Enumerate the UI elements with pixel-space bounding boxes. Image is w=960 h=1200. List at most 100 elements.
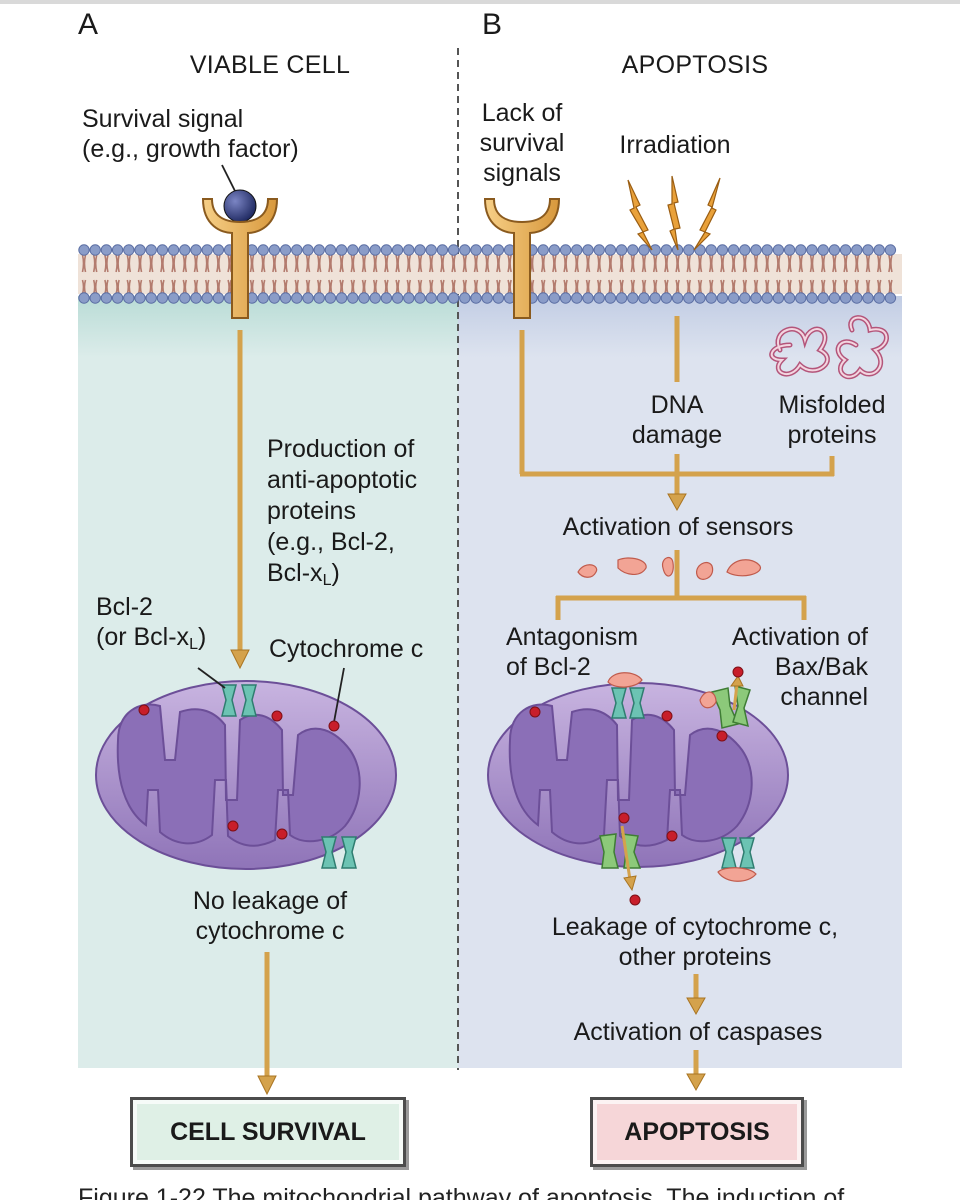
phospholipid-tail [417, 254, 423, 273]
bcl2-channel-icon-top [221, 684, 257, 717]
phospholipid-tail [171, 254, 176, 273]
production-line-4: (e.g., Bcl-2, [267, 528, 395, 556]
phospholipid-head [660, 292, 673, 304]
phospholipid-head [335, 244, 348, 256]
phospholipid-tail [708, 254, 714, 273]
leakage-line-1: Leakage of cytochrome c, [551, 913, 839, 941]
phospholipid-head [851, 292, 863, 304]
phospholipid-head [279, 244, 292, 256]
phospholipid-tail [652, 254, 658, 273]
phospholipid-tail [574, 254, 580, 273]
phospholipid-head [302, 244, 314, 256]
cytochrome-pointer [333, 667, 345, 723]
survival-signal-pointer [221, 164, 237, 194]
bax-line-3: channel [780, 683, 868, 711]
misfolded-line-2: proteins [787, 421, 877, 449]
phospholipid-head [134, 292, 146, 304]
phospholipid-head [324, 292, 337, 304]
phospholipid-tail [641, 254, 647, 273]
mitochondrion-icon-b [487, 682, 789, 868]
phospholipid-tail [585, 254, 591, 273]
phospholipid-tail [787, 254, 792, 273]
misfolded-proteins-inner [770, 316, 888, 378]
phospholipid-tail [406, 254, 412, 273]
phospholipid-head [537, 244, 549, 256]
phospholipid-head [268, 244, 281, 256]
phospholipid-tail [339, 254, 344, 273]
phospholipid-head [739, 292, 751, 304]
phospholipid-head [761, 292, 773, 304]
phospholipid-head [324, 244, 337, 256]
phospholipid-head [111, 292, 124, 304]
phospholipid-head [391, 244, 404, 256]
phospholipid-tail [137, 254, 143, 273]
phospholipid-head [571, 292, 583, 304]
phospholipid-head [111, 244, 124, 256]
phospholipid-head [727, 244, 740, 256]
phospholipid-head [212, 292, 225, 304]
phospholipid-head [459, 292, 471, 304]
phospholipid-tail [753, 254, 759, 273]
phospholipid-head [795, 292, 807, 304]
phospholipid-head [78, 292, 90, 304]
phospholipid-head [447, 292, 460, 304]
phospholipid-head [257, 244, 269, 256]
phospholipid-head [291, 244, 303, 256]
phospholipid-head [201, 292, 213, 304]
bcl2-label-line-2: (or Bcl-xL) [96, 623, 207, 653]
phospholipid-head [369, 244, 381, 256]
production-line-3: proteins [267, 497, 356, 525]
phospholipid-tail [731, 254, 736, 273]
phospholipid-head [873, 244, 885, 256]
phospholipid-tail [776, 254, 781, 273]
sensor-branch-connectors [555, 550, 807, 620]
phospholipid-head [817, 292, 829, 304]
misfolded-line-1: Misfolded [778, 391, 886, 419]
dna-damage-line-2: damage [631, 421, 723, 449]
lack-line-1: Lack of [481, 99, 563, 127]
phospholipid-head [884, 244, 897, 256]
survival-signal-label: Survival signal [82, 105, 244, 133]
phospholipid-head [145, 244, 157, 256]
figure-caption: Figure 1-22 The mitochondrial pathway of… [78, 1184, 845, 1200]
phospholipid-head [425, 292, 437, 304]
leak-arrow-top [732, 683, 739, 711]
phospholipid-head [470, 292, 482, 304]
growth-factor-icon [223, 189, 257, 223]
phospholipid-tail [809, 254, 815, 273]
phospholipid-tail [876, 254, 882, 273]
phospholipid-tail [193, 254, 199, 273]
phospholipid-head [459, 244, 471, 256]
phospholipid-head [761, 244, 773, 256]
phospholipid-tail [720, 254, 725, 273]
phospholipid-head [593, 292, 605, 304]
phospholipid-tail [496, 254, 501, 273]
signal-connectors [519, 316, 835, 498]
irradiation-label: Irradiation [619, 131, 731, 159]
phospholipid-head [347, 244, 359, 256]
phospholipid-tail [294, 254, 300, 273]
bax-line-1: Activation of [731, 623, 868, 651]
phospholipid-head [604, 292, 617, 304]
bcl2-channel-icon-b-bottom [717, 837, 757, 882]
production-line-5: Bcl-xL) [267, 559, 340, 589]
phospholipid-tail [630, 254, 636, 273]
phospholipid-head [403, 244, 415, 256]
phospholipid-tail [742, 254, 748, 273]
cytochrome-c-dots-a [138, 704, 340, 840]
phospholipid-tail [384, 254, 389, 273]
phospholipid-head [604, 244, 617, 256]
phospholipid-tail [854, 254, 860, 273]
phospholipid-tail [81, 254, 87, 273]
phospholipid-head [89, 244, 101, 256]
survival-signal-example: (e.g., growth factor) [82, 135, 299, 163]
receptor-icon [201, 198, 279, 319]
phospholipid-tail [160, 254, 165, 273]
leakage-line-2: other proteins [618, 943, 772, 971]
bcl2-pointer [197, 667, 226, 689]
phospholipid-head [436, 292, 449, 304]
phospholipid-tail [664, 254, 669, 273]
phospholipid-tail [260, 254, 266, 273]
phospholipid-tail [843, 254, 848, 273]
phospholipid-head [414, 292, 426, 304]
